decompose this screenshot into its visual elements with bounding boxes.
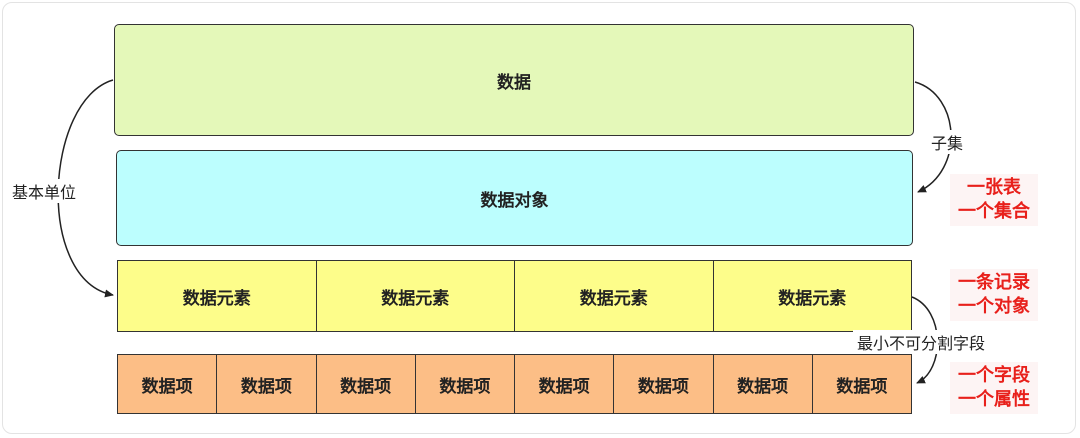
data-element-cell: 数据元素 <box>317 261 515 331</box>
data-element-cell: 数据元素 <box>778 288 847 309</box>
data-item-cell: 数据项 <box>515 355 615 413</box>
subset-label: 子集 <box>929 130 966 154</box>
data-item-cell: 数据项 <box>714 355 813 413</box>
data-item-cell: 数据项 <box>836 376 888 397</box>
data-item-row: 数据项 数据项 数据项 数据项 数据项 数据项 数据项 数据项 <box>117 354 912 414</box>
element-note: 一条记录 一个对象 <box>950 269 1038 321</box>
object-note: 一张表 一个集合 <box>950 174 1038 226</box>
data-item-cell: 数据项 <box>118 355 218 413</box>
data-object-label: 数据对象 <box>480 190 549 211</box>
item-note: 一个字段 一个属性 <box>950 362 1038 414</box>
data-element-cell: 数据元素 <box>515 261 714 331</box>
element-note-line: 一个对象 <box>958 296 1030 317</box>
data-box-label: 数据 <box>497 72 531 93</box>
data-element-row: 数据元素 数据元素 数据元素 数据元素 <box>117 260 912 332</box>
object-note-line: 一个集合 <box>958 201 1030 222</box>
data-item-cell: 数据项 <box>217 355 317 413</box>
data-object-box: 数据对象 <box>116 150 913 246</box>
basic-unit-label: 基本单位 <box>12 179 77 203</box>
object-note-line: 一张表 <box>967 177 1021 198</box>
item-note-line: 一个属性 <box>958 389 1030 410</box>
data-element-cell: 数据元素 <box>118 261 317 331</box>
item-note-line: 一个字段 <box>958 365 1030 386</box>
smallest-field-label: 最小不可分割字段 <box>853 330 990 354</box>
data-box: 数据 <box>114 24 914 136</box>
data-item-cell: 数据项 <box>416 355 515 413</box>
data-item-cell: 数据项 <box>317 355 416 413</box>
element-note-line: 一条记录 <box>958 272 1030 293</box>
data-item-cell: 数据项 <box>614 355 714 413</box>
